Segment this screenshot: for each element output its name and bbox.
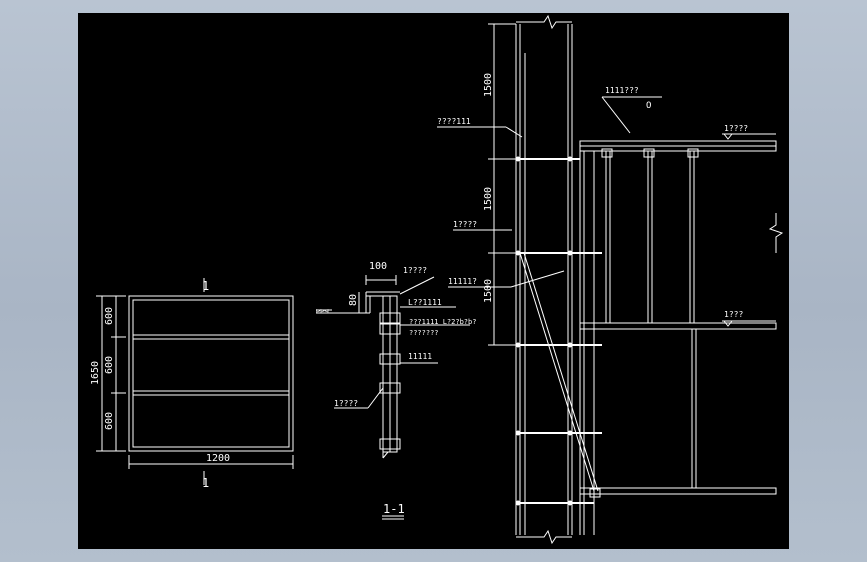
dim-row-1: 600 <box>104 307 115 325</box>
dim-row-3: 600 <box>104 412 115 430</box>
section-mark-bottom: 1 <box>202 476 209 490</box>
scaffold-elevation: 1500 1500 1500 <box>437 14 784 545</box>
label-top-mark: O <box>646 101 651 111</box>
dim-span-3: 1500 <box>483 279 494 303</box>
label-level-2: 1??? <box>724 310 743 319</box>
dim-row-2: 600 <box>104 356 115 374</box>
dim-total-height: 1650 <box>90 361 101 385</box>
label-pole: ????111 <box>437 117 471 126</box>
section-detail: 100 80 ⊳⊳⊲ 1???? L??1111 ???1111 L?2?b?b… <box>316 261 476 520</box>
detail-label-3: ???1111 L?2?b?b? <box>409 318 476 326</box>
section-mark-top: 1 <box>202 279 209 293</box>
cad-drawing: 1 1 1650 600 600 600 1200 100 80 <box>90 14 784 545</box>
dim-span-1: 1500 <box>483 73 494 97</box>
label-brace: 1???? <box>453 220 477 229</box>
dim-side: 80 <box>348 294 359 306</box>
detail-label-2: L??1111 <box>408 298 442 307</box>
dim-top: 100 <box>369 261 387 272</box>
dim-span-2: 1500 <box>483 187 494 211</box>
dim-width: 1200 <box>206 453 230 464</box>
label-top: 1111??? <box>605 86 639 95</box>
detail-label-5: 11111 <box>408 352 432 361</box>
cad-viewport[interactable]: 1 1 1650 600 600 600 1200 100 80 <box>78 13 789 549</box>
anchor-mark: ⊳⊳⊲ <box>316 307 329 315</box>
label-diagonal: 11111? <box>448 277 477 286</box>
section-title: 1-1 <box>383 502 405 516</box>
detail-label-4: ??????? <box>409 329 439 337</box>
frame-elevation: 1 1 1650 600 600 600 1200 <box>90 278 294 490</box>
detail-label-6: 1???? <box>334 399 358 408</box>
detail-label-1: 1???? <box>403 266 427 275</box>
label-level-1: 1???? <box>724 124 748 133</box>
